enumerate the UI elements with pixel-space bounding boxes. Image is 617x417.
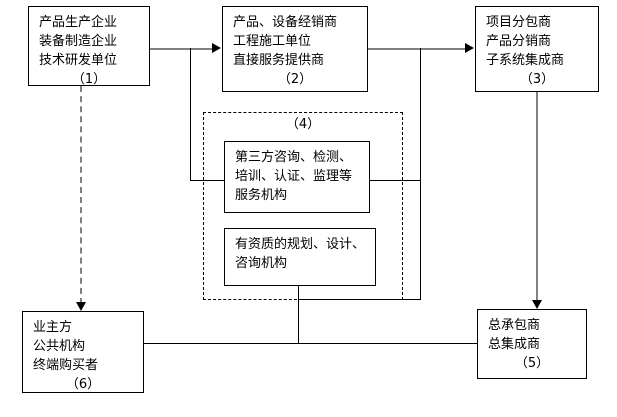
node-qualified-line-2: 咨询机构 <box>235 256 288 271</box>
node-owner-line-2: 公共机构 <box>33 339 86 354</box>
connector-producer-to-owner <box>80 86 82 304</box>
arrowhead-producer-to-dealer <box>212 43 221 53</box>
node-dealer-line-1: 产品、设备经销商 <box>233 15 338 30</box>
connector-dealer-branch-down <box>190 48 191 181</box>
node-thirdparty-line-2: 培训、认证、监理等 <box>235 169 353 184</box>
connector-branch-bottom-turn <box>298 299 421 300</box>
node-producer[interactable]: 产品生产企业 装备制造企业 技术研发单位 （1） <box>28 6 150 86</box>
connector-thirdparty-to-branch <box>370 180 421 181</box>
node-subcontractor-line-1: 项目分包商 <box>486 15 552 30</box>
node-dealer-line-2: 工程施工单位 <box>233 34 312 49</box>
arrowhead-dealer-to-subcontractor <box>465 43 474 53</box>
node-producer-line-1: 产品生产企业 <box>39 15 118 30</box>
node-subcontractor-line-2: 产品分销商 <box>486 34 552 49</box>
node-subcontractor-line-3: 子系统集成商 <box>486 53 565 68</box>
node-general-contractor[interactable]: 总承包商 总集成商 （5） <box>477 309 587 379</box>
node-qualified-institutions[interactable]: 有资质的规划、设计、 咨询机构 <box>224 228 376 286</box>
connector-subcontractor-branch-down <box>420 48 421 300</box>
node-qualified-line-1: 有资质的规划、设计、 <box>235 237 366 252</box>
node-dealer[interactable]: 产品、设备经销商 工程施工单位 直接服务提供商 （2） <box>222 6 368 92</box>
node-owner-number: （6） <box>65 377 101 392</box>
arrowhead-subcontractor-to-general <box>532 300 542 309</box>
node-producer-line-3: 技术研发单位 <box>39 53 118 68</box>
connector-qualified-to-bottom-rail <box>298 286 299 344</box>
node-general-line-1: 总承包商 <box>488 318 541 333</box>
node-thirdparty-line-3: 服务机构 <box>235 188 288 203</box>
connector-branch-to-thirdparty <box>190 180 226 181</box>
node-producer-number: （1） <box>71 72 107 86</box>
node-subcontractor-number: （3） <box>519 72 555 87</box>
node-owner-line-3: 终端购买者 <box>33 358 99 373</box>
node-general-number: （5） <box>514 356 550 371</box>
node-producer-line-2: 装备制造企业 <box>39 34 118 49</box>
node-dealer-number: （2） <box>277 72 313 87</box>
connector-subcontractor-to-general <box>536 92 538 302</box>
node-dealer-line-3: 直接服务提供商 <box>233 53 325 68</box>
connector-dealer-to-subcontractor <box>368 48 466 50</box>
node-general-line-2: 总集成商 <box>488 337 541 352</box>
connector-producer-to-dealer <box>150 48 213 50</box>
node-thirdparty-line-1: 第三方咨询、检测、 <box>235 150 353 165</box>
node-subcontractor[interactable]: 项目分包商 产品分销商 子系统集成商 （3） <box>475 6 599 92</box>
node-owner[interactable]: 业主方 公共机构 终端购买者 （6） <box>22 311 144 393</box>
node-thirdparty-services[interactable]: 第三方咨询、检测、 培训、认证、监理等 服务机构 <box>224 141 370 213</box>
service-group-label: （4） <box>285 117 321 132</box>
node-owner-line-1: 业主方 <box>33 320 73 335</box>
arrowhead-producer-to-owner <box>76 302 86 311</box>
connector-general-to-owner <box>140 343 478 344</box>
